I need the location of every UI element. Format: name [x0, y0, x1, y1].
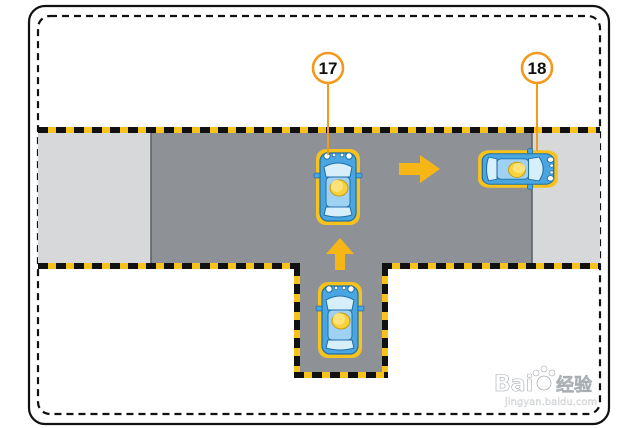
watermark-url: jingyan.baidu.com — [504, 397, 597, 408]
car-position-18 — [477, 147, 559, 191]
watermark-brand: Bai — [494, 372, 533, 397]
up-arrow-icon — [326, 238, 354, 270]
watermark-brand-suffix: 经验 — [556, 374, 593, 396]
right-arrow-icon — [399, 155, 440, 183]
callout-17: 17 — [311, 51, 345, 155]
callout-17-label: 17 — [319, 59, 338, 78]
callout-18: 18 — [520, 51, 554, 151]
callout-18-label: 18 — [528, 59, 547, 78]
sidewalk-left — [38, 131, 151, 266]
car-entering — [315, 281, 365, 359]
baidu-watermark: Bai 经验 jingyan.baidu.com — [494, 365, 597, 408]
paw-icon — [532, 365, 556, 391]
car-position-17 — [313, 148, 363, 226]
